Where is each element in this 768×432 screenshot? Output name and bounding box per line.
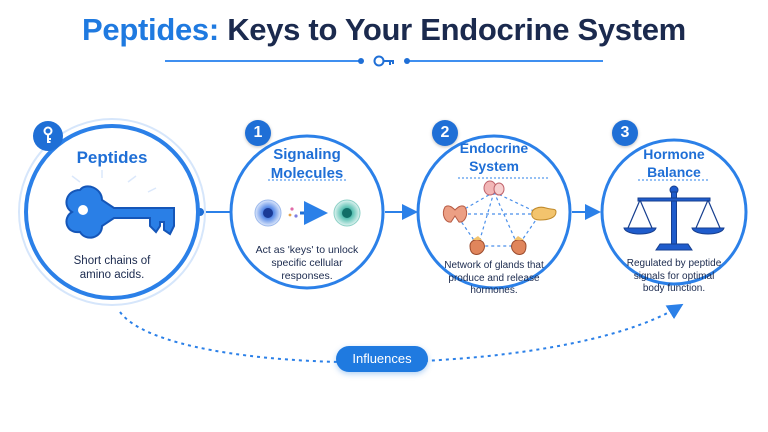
card-endocrine-ring [416,134,572,290]
card-signaling-title: Signaling Molecules [252,146,362,184]
key-icon [373,55,394,67]
card-balance-title-line1: Hormone [643,146,705,162]
gland-network-icon [442,180,557,255]
influences-label: Influences [336,346,428,372]
step-badge-3: 3 [612,120,638,146]
card-balance-title: Hormone Balance [624,146,724,181]
title-key-ornament [358,55,410,67]
card-endocrine-title-line1: Endocrine [459,140,529,156]
cell-signal-icon [254,199,361,227]
step-badge-1: 1 [245,120,271,146]
title-underlines [268,177,710,181]
key-icon [65,170,175,239]
card-endocrine-title: Endocrine System [444,140,544,175]
card-balance-title-line2: Balance [647,163,701,180]
step-badge-2: 2 [432,120,458,146]
peptides-key-badge [33,121,63,151]
card-balance-description: Regulated by peptide signals for optimal… [626,258,722,294]
title-rest: Keys to Your Endocrine System [218,12,686,47]
card-signaling-title-line1: Signaling [273,146,341,163]
balance-scale-icon [623,185,725,251]
card-peptides-description: Short chains of amino acids. [73,255,151,282]
card-peptides-title: Peptides [76,148,148,167]
card-endocrine-description: Network of glands that produce and relea… [444,260,544,296]
card-signaling-title-line2: Molecules [270,164,344,182]
title-accent: Peptides: [82,12,219,47]
card-signaling-description: Act as 'keys' to unlock specific cellula… [255,244,359,283]
card-endocrine-title-line2: System [469,157,519,174]
page-title: Peptides: Keys to Your Endocrine System [0,12,768,48]
